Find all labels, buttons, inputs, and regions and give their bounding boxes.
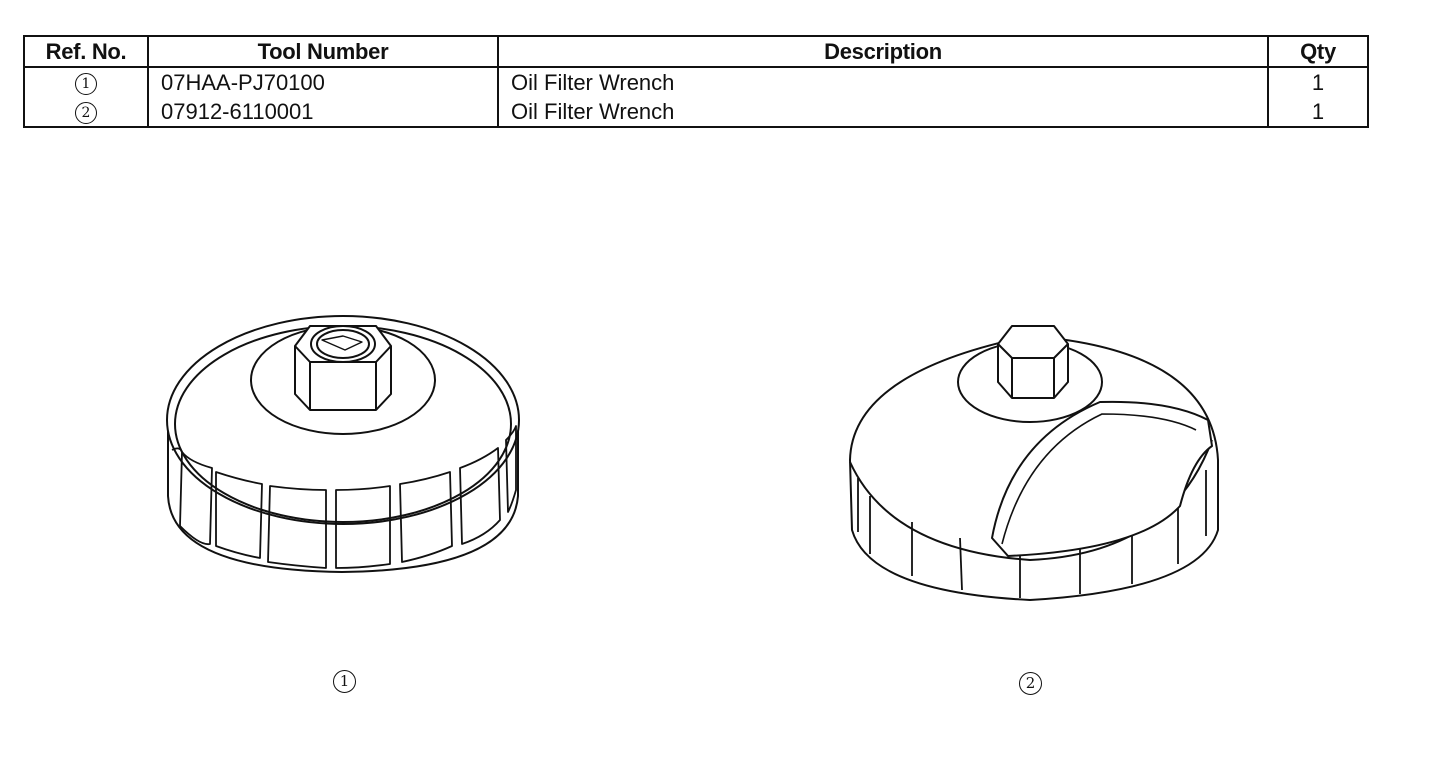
special-tools-table: Ref. No. Tool Number Description Qty 1 0…: [23, 35, 1369, 128]
table-row: 2 07912-6110001 Oil Filter Wrench 1: [23, 97, 1369, 127]
header-description: Description: [497, 36, 1269, 68]
row-tool-number: 07HAA-PJ70100: [147, 67, 499, 97]
header-ref-no: Ref. No.: [23, 36, 149, 68]
table-row: 1 07HAA-PJ70100 Oil Filter Wrench 1: [23, 67, 1369, 97]
ref-number-badge: 1: [75, 72, 97, 95]
row-description: Oil Filter Wrench: [497, 97, 1269, 127]
ref-number-badge: 2: [1019, 672, 1042, 695]
header-qty: Qty: [1267, 36, 1369, 68]
figure-2-label: 2: [1019, 672, 1042, 695]
figure-1-label: 1: [333, 670, 356, 693]
row-qty: 1: [1267, 97, 1369, 127]
row-ref-cell: 1: [23, 67, 149, 97]
table-header-row: Ref. No. Tool Number Description Qty: [23, 36, 1369, 68]
ref-number-badge: 1: [333, 670, 356, 693]
row-qty: 1: [1267, 67, 1369, 97]
oil-filter-cap-wrench-slotted-icon: [849, 325, 1219, 601]
row-ref-cell: 2: [23, 97, 149, 127]
oil-filter-cap-wrench-icon: [166, 315, 520, 573]
figure-1: [150, 300, 540, 600]
figure-2: [840, 310, 1230, 610]
row-tool-number: 07912-6110001: [147, 97, 499, 127]
ref-number-badge: 2: [75, 101, 97, 124]
row-description: Oil Filter Wrench: [497, 67, 1269, 97]
header-tool-number: Tool Number: [147, 36, 499, 68]
